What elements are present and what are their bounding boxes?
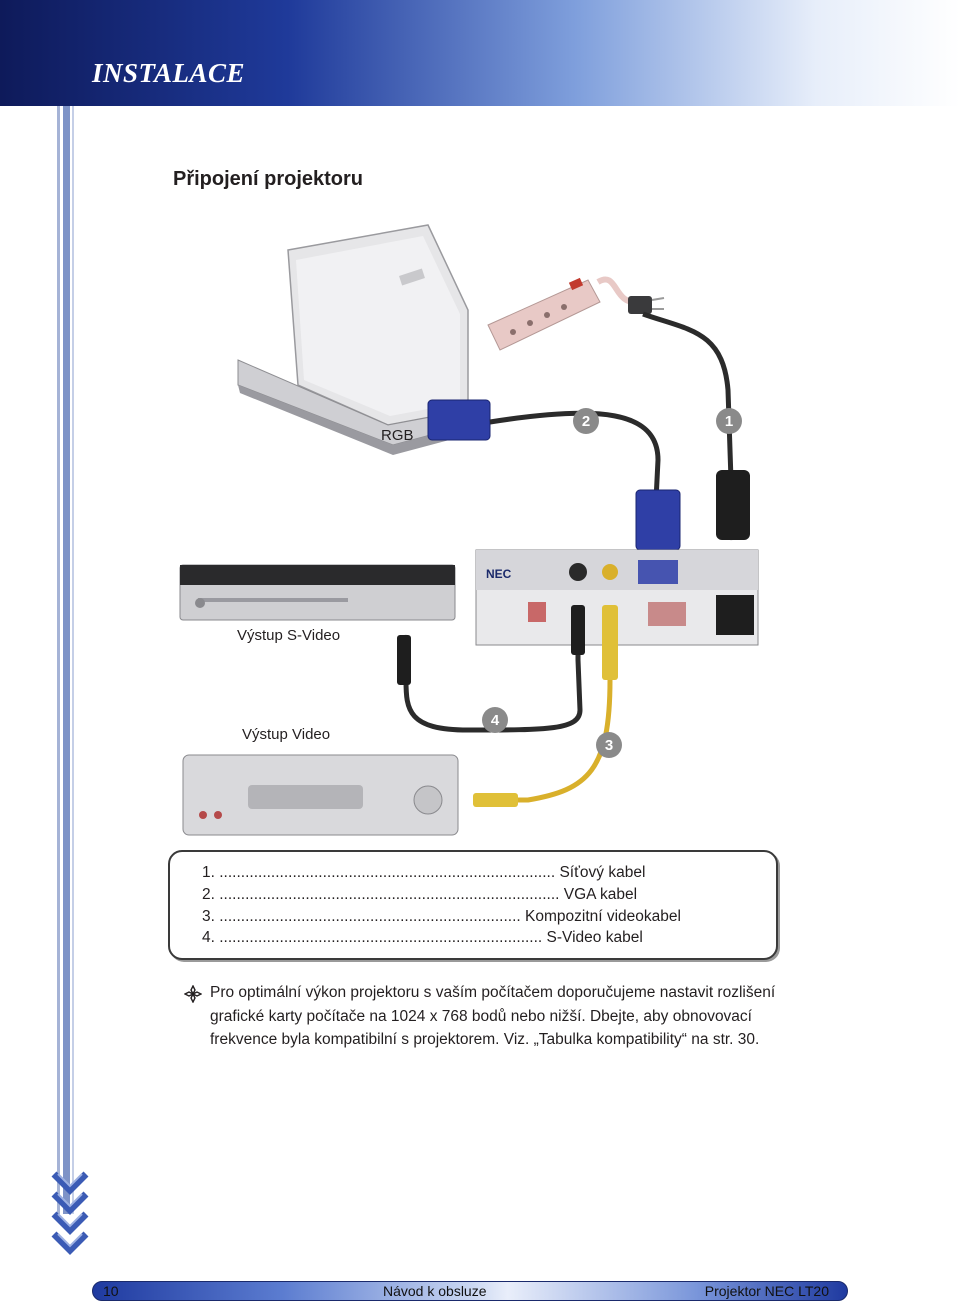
dvd-player-image: [179, 564, 456, 621]
legend-item: 1. .....................................…: [202, 864, 646, 881]
header-title: INSTALACE: [92, 58, 246, 88]
marker-4: [482, 707, 508, 733]
legend-item: 2. .....................................…: [202, 886, 638, 903]
legend-item: 3. .....................................…: [202, 908, 681, 925]
legend-item: 4. .....................................…: [202, 929, 643, 946]
rgb-label: RGB: [381, 427, 414, 444]
svg-text:NEC: NEC: [486, 567, 512, 581]
footer-manual-title: Návod k obsluze: [383, 1283, 487, 1299]
chevron-down-icon: [51, 1171, 89, 1255]
marker-3-label: 3: [605, 737, 613, 754]
cable-legend: 1. .....................................…: [168, 850, 778, 960]
page-number: 10: [103, 1283, 119, 1299]
marker-2-label: 2: [582, 413, 590, 430]
marker-1-label: 1: [725, 413, 733, 430]
connection-diagram: NEC 1 2 3 4: [179, 224, 759, 836]
footer-product: Projektor NEC LT20: [704, 1283, 829, 1299]
marker-2: [573, 408, 599, 434]
section-title: Připojení projektoru: [173, 168, 364, 190]
page-header: INSTALACE: [0, 0, 960, 106]
svideo-output-label: Výstup S-Video: [237, 627, 341, 644]
page-footer: 10 Návod k obsluze Projektor NEC LT20: [92, 1281, 848, 1301]
left-stripe: [72, 106, 74, 1214]
left-stripe: [63, 106, 70, 1214]
power-strip-image: [487, 276, 665, 351]
compatibility-note: Pro optimální výkon projektoru s vaším p…: [210, 984, 776, 1048]
marker-4-label: 4: [491, 712, 500, 729]
laptop-image: [237, 224, 469, 455]
marker-3: [596, 732, 622, 758]
diamond-bullet-icon: [184, 985, 202, 1003]
vcr-image: [182, 754, 459, 836]
left-stripe: [57, 106, 60, 1214]
video-output-label: Výstup Video: [242, 726, 331, 743]
marker-1: [716, 408, 742, 434]
